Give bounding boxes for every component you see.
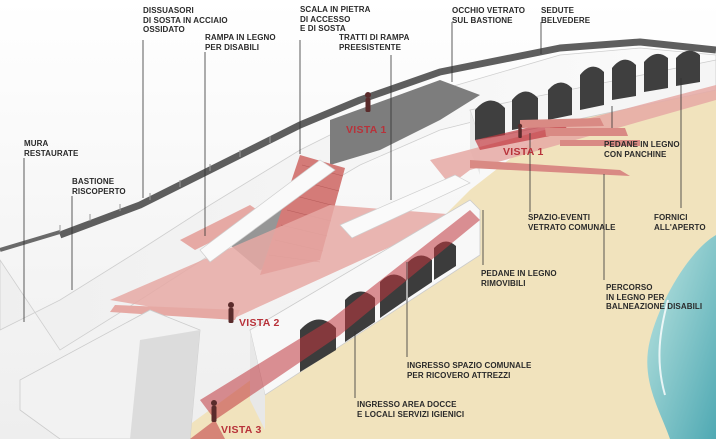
arcade-floor-red (475, 120, 570, 150)
leader-lines (23, 22, 682, 398)
label-bastione: BASTIONE RISCOPERTO (72, 177, 126, 196)
bastione-shadow (130, 330, 200, 439)
arcade-fornici (475, 50, 700, 140)
rampa-landing (110, 305, 240, 320)
label-pedane-panchine: PEDANE IN LEGNO CON PANCHINE (604, 140, 680, 159)
label-spazio-eventi: SPAZIO-EVENTI VETRATO COMUNALE (528, 213, 616, 232)
label-dissuasori: DISSUASORI DI SOSTA IN ACCIAIO OSSIDATO (143, 6, 228, 34)
sea (647, 235, 716, 439)
vista-1-top: VISTA 1 (346, 124, 387, 136)
rock-mass (330, 80, 480, 165)
percorso-legno (470, 160, 630, 176)
label-fornici: FORNICI ALL'APERTO (654, 213, 706, 232)
label-rampa-legno: RAMPA IN LEGNO PER DISABILI (205, 33, 276, 52)
label-percorso: PERCORSO IN LEGNO PER BALNEAZIONE DISABI… (606, 283, 703, 311)
wall-rock-crest (58, 38, 716, 239)
wall-rock-crest-left (0, 230, 61, 252)
rampa-legno-upper (180, 205, 265, 250)
dissuasori-posts (59, 136, 271, 232)
ramp-wall-1 (199, 159, 336, 263)
label-ingresso-docce: INGRESSO AREA DOCCE E LOCALI SERVIZI IGI… (357, 400, 465, 419)
vista-2: VISTA 2 (239, 317, 280, 329)
label-ingresso-comunale: INGRESSO SPAZIO COMUNALE PER RICOVERO AT… (407, 361, 532, 380)
rampa-legno (110, 205, 460, 320)
pedane-panchine (520, 118, 640, 146)
pedane-front (190, 420, 225, 439)
vista-3: VISTA 3 (221, 424, 262, 436)
label-sedute: SEDUTE BELVEDERE (541, 6, 591, 25)
label-scala: SCALA IN PIETRA DI ACCESSO E DI SOSTA (300, 5, 371, 33)
label-pedane-rimovibili: PEDANE IN LEGNO RIMOVIBILI (481, 269, 557, 288)
label-mura: MURA RESTAURATE (24, 139, 79, 158)
label-tratti: TRATTI DI RAMPA PREESISTENTE (339, 33, 410, 52)
label-occhio: OCCHIO VETRATO SUL BASTIONE (452, 6, 526, 25)
person-figures (211, 92, 523, 422)
ramp-wall-2 (339, 174, 471, 239)
pedane-rimovibili (200, 210, 480, 420)
sea-foam (658, 299, 669, 396)
vista-1-right: VISTA 1 (503, 146, 544, 158)
